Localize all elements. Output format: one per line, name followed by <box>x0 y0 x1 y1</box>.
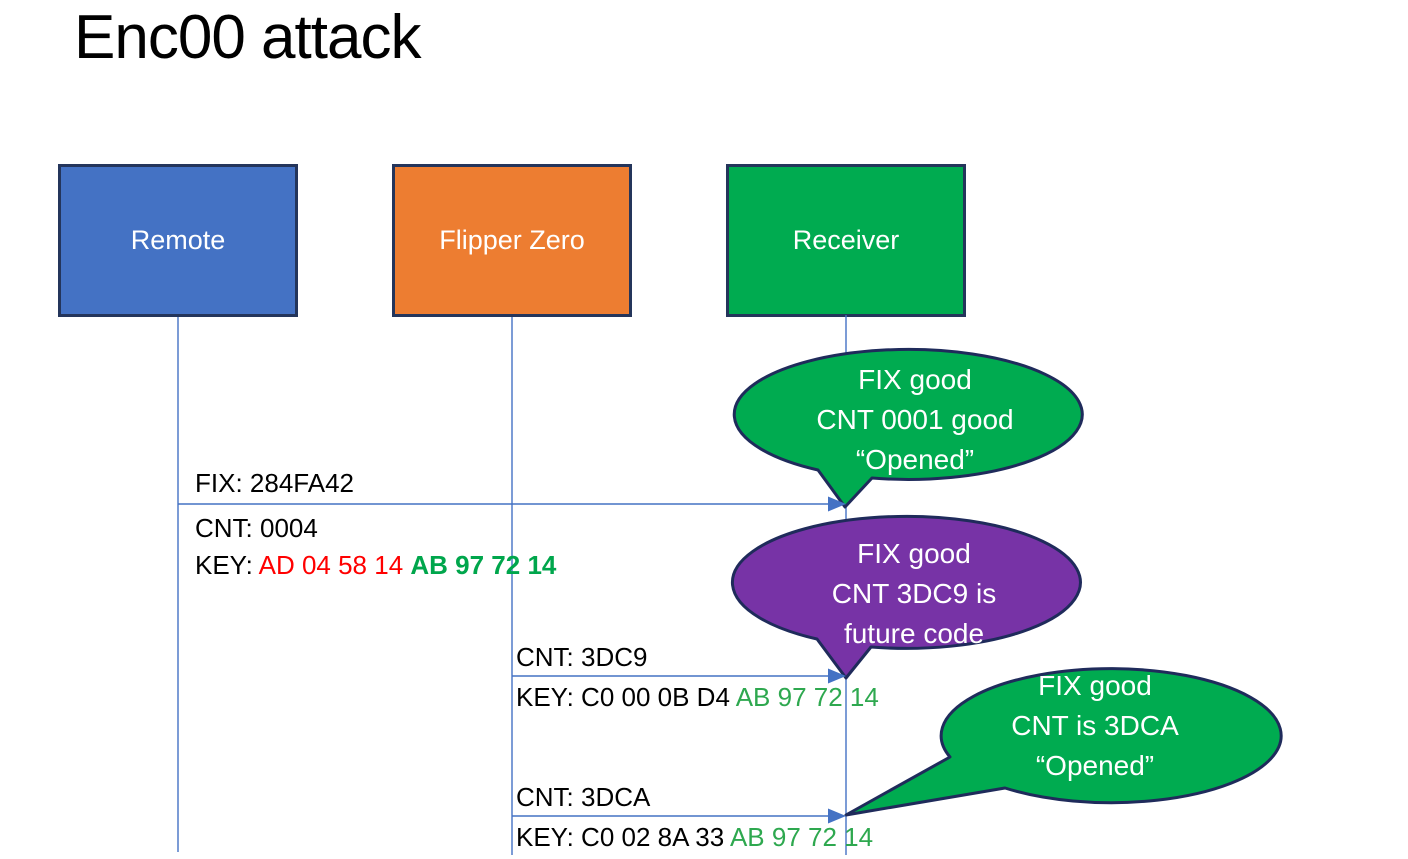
callout2-line1: FIX good <box>857 538 971 569</box>
message2-cnt: CNT: 3DC9 <box>516 642 648 672</box>
arrowhead-icon-3 <box>828 808 846 824</box>
message2-key-prefix: KEY: C0 00 0B D4 <box>516 682 736 712</box>
page-title: Enc00 attack <box>74 3 421 72</box>
arrowhead-icon-1 <box>828 496 846 512</box>
message1-key: KEY: AD 04 58 14 AB 97 72 14 <box>195 550 556 580</box>
callout1-line3: “Opened” <box>855 444 975 475</box>
message1-key-rolling-part: AD 04 58 14 <box>258 550 411 580</box>
message1-key-prefix: KEY: <box>195 550 259 580</box>
callout-bubble-opened-1 <box>732 347 1084 509</box>
callout2-text: FIX good CNT 3DC9 is future code <box>740 534 1088 654</box>
message1-key-fixed-part: AB 97 72 14 <box>410 550 557 580</box>
actor-label-flipper-zero: Flipper Zero <box>439 225 585 255</box>
arrow-flipper-to-receiver-2 <box>512 808 846 824</box>
message2-key: KEY: C0 00 0B D4 AB 97 72 14 <box>516 682 879 712</box>
callout3-text: FIX good CNT is 3DCA “Opened” <box>925 666 1265 786</box>
message3-cnt: CNT: 3DCA <box>516 782 651 812</box>
arrow-remote-to-receiver <box>178 496 846 512</box>
actor-label-remote: Remote <box>130 225 226 255</box>
message3-key-fixed-part: AB 97 72 14 <box>729 822 874 852</box>
callout3-line3: “Opened” <box>1035 750 1155 781</box>
callout-bubble-future-code <box>730 514 1082 680</box>
message2-key-fixed-part: AB 97 72 14 <box>735 682 879 712</box>
callout3-line1: FIX good <box>1038 670 1152 701</box>
callout1-text: FIX good CNT 0001 good “Opened” <box>741 360 1089 480</box>
arrowhead-icon-2 <box>828 668 846 684</box>
message3-key: KEY: C0 02 8A 33 AB 97 72 14 <box>516 822 873 852</box>
message3-key-prefix: KEY: C0 02 8A 33 <box>516 822 730 852</box>
arrow-flipper-to-receiver-1 <box>512 668 846 684</box>
actor-box-flipper-zero: Flipper Zero <box>392 164 632 317</box>
callout-bubble-opened-2 <box>844 667 1283 817</box>
callout2-line2: CNT 3DC9 is <box>831 578 997 609</box>
callout1-line2: CNT 0001 good <box>816 404 1014 435</box>
callout2-line3: future code <box>843 618 985 649</box>
actor-box-remote: Remote <box>58 164 298 317</box>
message1-cnt: CNT: 0004 <box>195 513 318 543</box>
callout3-line2: CNT is 3DCA <box>1011 710 1179 741</box>
actor-label-receiver: Receiver <box>792 225 900 255</box>
callout1-line1: FIX good <box>858 364 972 395</box>
message1-fix: FIX: 284FA42 <box>195 468 354 498</box>
